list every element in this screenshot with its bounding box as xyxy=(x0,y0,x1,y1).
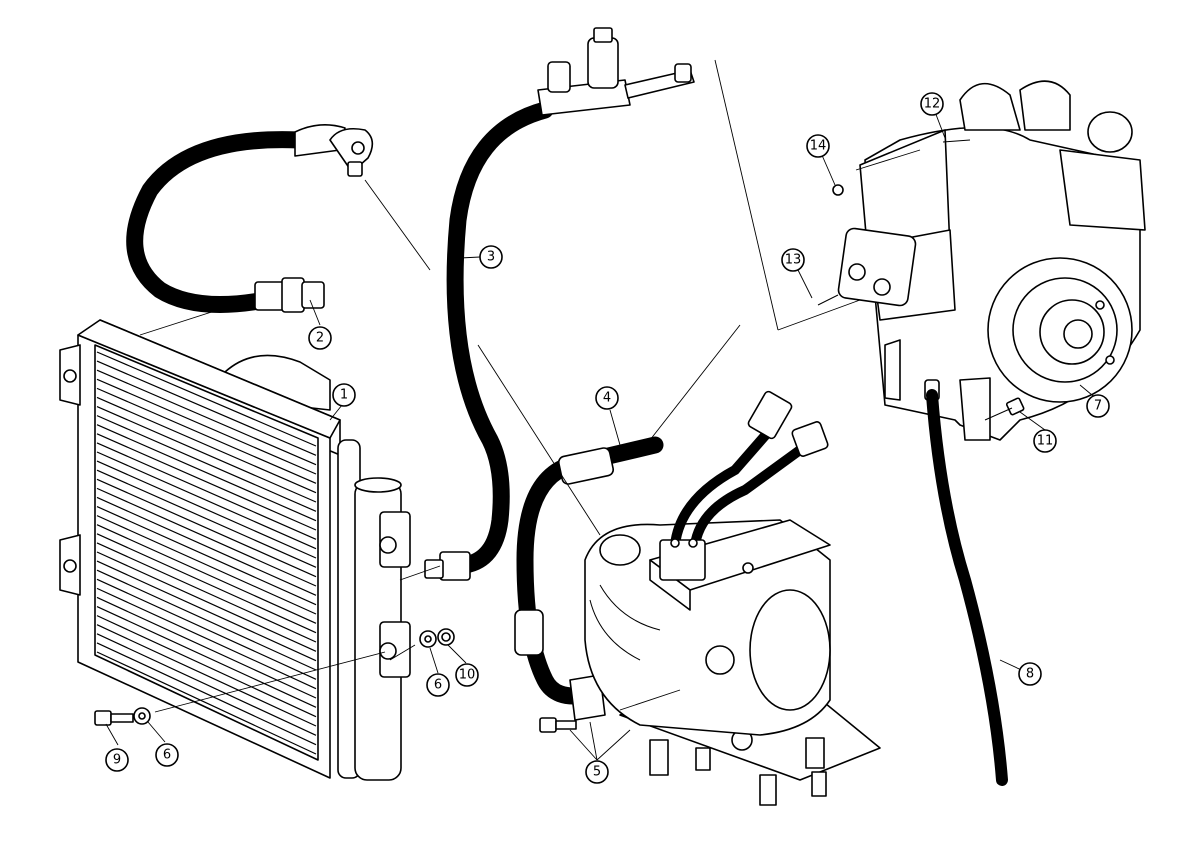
condenser-fin xyxy=(96,542,317,643)
compressor-assembly xyxy=(539,390,881,806)
condenser-fin xyxy=(96,560,317,662)
suction-hose xyxy=(424,27,695,581)
svg-text:10: 10 xyxy=(459,668,476,683)
condenser-fin xyxy=(96,578,317,680)
callout-7: 7 xyxy=(1086,394,1110,418)
svg-text:13: 13 xyxy=(785,253,802,268)
svg-text:6: 6 xyxy=(434,678,442,693)
condenser-assembly xyxy=(59,319,411,781)
svg-text:3: 3 xyxy=(487,250,495,265)
condenser-fin xyxy=(96,387,317,484)
svg-text:12: 12 xyxy=(924,97,941,112)
condenser-fin xyxy=(96,369,317,466)
condenser-fin xyxy=(96,378,317,475)
condenser-fins xyxy=(96,351,317,755)
svg-text:4: 4 xyxy=(603,391,611,406)
callout-3: 3 xyxy=(479,245,503,269)
condenser-fin xyxy=(96,651,317,755)
condenser-fin xyxy=(96,442,317,540)
svg-text:7: 7 xyxy=(1094,399,1102,414)
condenser-fin xyxy=(96,396,317,494)
svg-text:1: 1 xyxy=(340,388,348,403)
svg-text:5: 5 xyxy=(593,765,601,780)
condenser-fin xyxy=(96,360,317,456)
condenser-fin xyxy=(96,478,317,578)
condenser-fin xyxy=(96,624,317,727)
condenser-fin xyxy=(96,642,317,746)
condenser-fin xyxy=(96,524,317,624)
condenser-fin xyxy=(96,460,317,559)
svg-text:14: 14 xyxy=(810,139,827,154)
hvac-unit-assembly xyxy=(837,80,1146,441)
condenser-fin xyxy=(96,433,317,531)
hardware xyxy=(94,139,1025,726)
svg-text:8: 8 xyxy=(1026,667,1034,682)
condenser-fin xyxy=(96,615,317,718)
condenser-fin xyxy=(96,487,317,587)
condenser-fin xyxy=(96,606,317,708)
condenser-fin xyxy=(96,415,317,512)
condenser-fin xyxy=(96,515,317,615)
svg-text:11: 11 xyxy=(1037,434,1054,449)
callout-13: 13 xyxy=(781,248,805,272)
leader-lines xyxy=(105,59,1099,761)
condenser-fin xyxy=(96,596,317,699)
callout-2: 2 xyxy=(308,326,332,350)
callout-5: 5 xyxy=(585,760,609,784)
condenser-fin xyxy=(96,533,317,634)
svg-text:6: 6 xyxy=(163,748,171,763)
callout-8: 8 xyxy=(1018,662,1042,686)
svg-text:2: 2 xyxy=(316,331,324,346)
callout-4: 4 xyxy=(595,386,619,410)
condenser-fin xyxy=(96,405,317,503)
condenser-fin xyxy=(96,424,317,522)
condenser-fin xyxy=(96,587,317,690)
callout-9: 9 xyxy=(105,748,129,772)
svg-text:9: 9 xyxy=(113,753,121,768)
condenser-fin xyxy=(96,551,317,652)
condenser-fin xyxy=(96,451,317,550)
callout-10: 10 xyxy=(455,663,479,687)
condenser-fin xyxy=(96,496,317,596)
condenser-fin xyxy=(96,633,317,736)
condenser-fin xyxy=(96,469,317,568)
liquid-hose xyxy=(514,436,664,721)
callout-12: 12 xyxy=(920,92,944,116)
condenser-fin xyxy=(96,569,317,671)
callout-1: 1 xyxy=(332,383,356,407)
callout-6b: 6 xyxy=(155,743,179,767)
callout-11: 11 xyxy=(1033,429,1057,453)
callout-14: 14 xyxy=(806,134,830,158)
discharge-hose xyxy=(126,124,374,313)
condenser-fin xyxy=(96,505,317,606)
condenser-fin xyxy=(96,351,317,447)
callout-6a: 6 xyxy=(426,673,450,697)
